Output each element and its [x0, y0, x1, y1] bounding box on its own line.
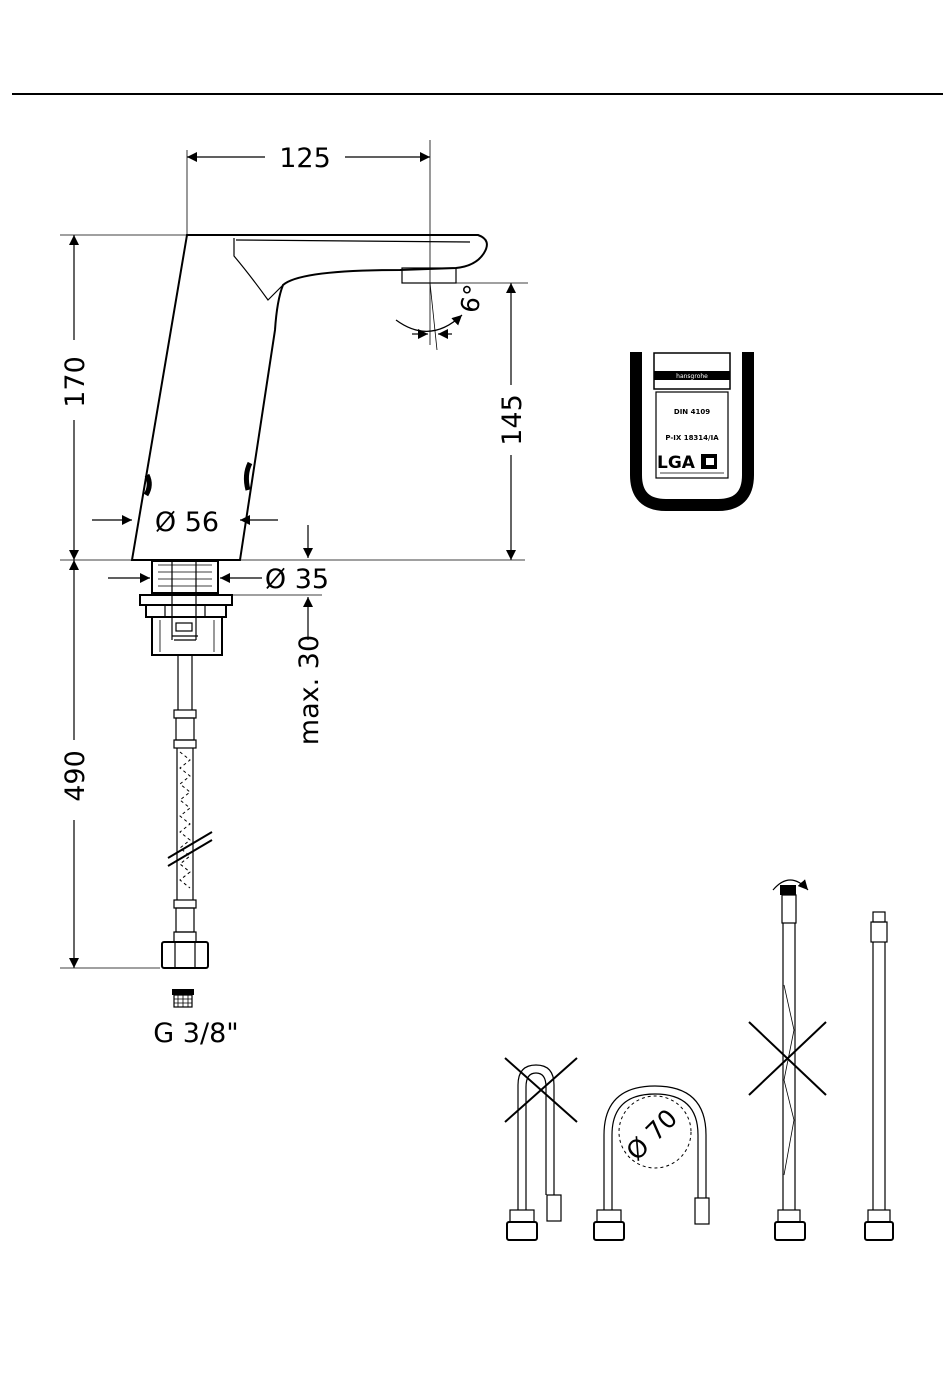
- hose-tight-loop-wrong: [505, 1058, 577, 1240]
- approval-label: P-IX 18314/IA: [665, 434, 719, 442]
- hose-twisted-wrong: [749, 880, 826, 1240]
- dimension-145: 145: [456, 283, 528, 560]
- connection-label: G 3/8": [153, 1018, 238, 1049]
- hose-length-label: 490: [60, 750, 91, 802]
- bend-diameter-label: Ø 70: [621, 1104, 684, 1167]
- dimension-490: 490: [60, 560, 160, 968]
- dimension-angle: 6°: [396, 282, 488, 350]
- strainer-icon: [172, 989, 194, 1007]
- base-diameter-label: Ø 56: [155, 507, 219, 538]
- dimension-170: 170: [60, 235, 525, 560]
- hose-straight-ok: [865, 912, 893, 1240]
- shank-assembly: [140, 561, 232, 655]
- standard-label: DIN 4109: [674, 408, 710, 416]
- shank-diameter-label: Ø 35: [265, 564, 329, 595]
- brand-label: hansgrohe: [676, 373, 708, 380]
- dimension-max30: max. 30: [222, 525, 325, 745]
- lab-label: LGA: [657, 453, 696, 473]
- max-counter-label: max. 30: [294, 635, 325, 745]
- dimension-d56: Ø 56: [92, 507, 278, 538]
- dimension-125: 125: [187, 143, 430, 174]
- supply-hose: [162, 655, 212, 968]
- faucet-body: [132, 140, 487, 560]
- spout-height-label: 145: [497, 394, 528, 446]
- spout-angle-label: 6°: [455, 282, 488, 315]
- hose-bend-ok: Ø 70: [594, 1086, 709, 1240]
- width-top-label: 125: [279, 143, 331, 174]
- certificate-badge: hansgrohe DIN 4109 P-IX 18314/IA LGA: [636, 352, 748, 505]
- height-total-label: 170: [60, 356, 91, 408]
